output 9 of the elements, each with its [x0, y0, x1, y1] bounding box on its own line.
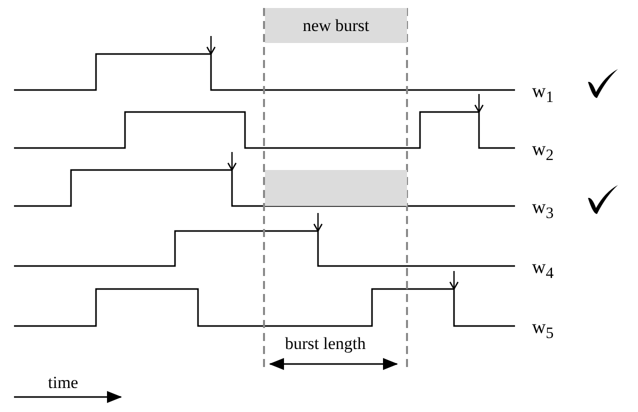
- highlight-box: [265, 170, 407, 206]
- wire-label: w$_{4}$: [532, 258, 554, 282]
- wire-label: w$_{3}$: [532, 198, 554, 222]
- dimension-label: burst length: [285, 335, 366, 352]
- wire-label: w$_{2}$: [532, 140, 554, 164]
- wire-label: w$_{1}$: [532, 82, 554, 106]
- wire-label: w$_{5}$: [532, 318, 554, 342]
- axis-label: time: [48, 374, 78, 391]
- highlight-box: new burst: [265, 8, 407, 43]
